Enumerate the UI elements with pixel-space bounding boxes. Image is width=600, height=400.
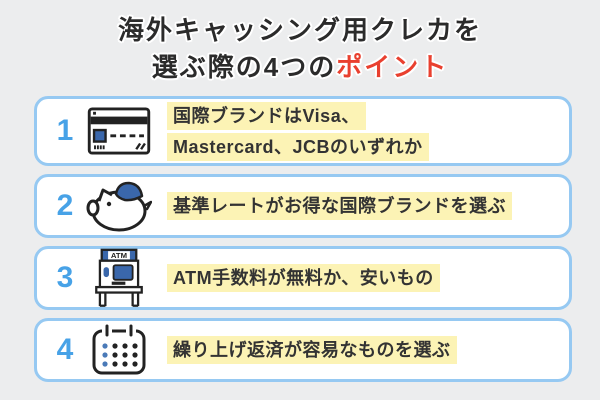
point-text: ATM手数料が無料か、安いもの <box>167 264 440 292</box>
highlighted-text-line: ATM手数料が無料か、安いもの <box>167 264 440 292</box>
point-card-4: 4 繰り上げ返済が容易なものを選ぶ <box>34 318 572 382</box>
point-number: 2 <box>56 189 74 222</box>
title-line-1: 海外キャッシング用クレカを <box>117 15 482 45</box>
point-number: 1 <box>56 114 74 147</box>
calendar-icon <box>83 324 155 376</box>
point-number: 3 <box>56 261 74 294</box>
point-text: 国際ブランドはVisa、 Mastercard、JCBのいずれか <box>167 101 429 161</box>
piggy-bank-icon <box>83 179 155 233</box>
atm-sign-label: ATM <box>111 251 127 260</box>
highlighted-text-line: 繰り上げ返済が容易なものを選ぶ <box>167 336 457 364</box>
page-title: 海外キャッシング用クレカを 選ぶ際の4つのポイント <box>0 12 600 86</box>
highlighted-text-line: 基準レートがお得な国際ブランドを選ぶ <box>167 192 512 220</box>
title-line-2-accent: ポイント <box>336 52 449 82</box>
title-line-2-prefix: 選ぶ際の4つの <box>151 52 337 82</box>
atm-icon: ATM <box>83 248 155 308</box>
credit-card-icon <box>83 107 155 155</box>
highlighted-text-line: 国際ブランドはVisa、 <box>167 101 366 130</box>
point-text: 繰り上げ返済が容易なものを選ぶ <box>167 336 457 364</box>
point-card-1: 1 国際ブランドはVisa、 Mastercard、JCBのいずれか <box>34 96 572 166</box>
point-number: 4 <box>56 333 74 366</box>
point-card-2: 2 基準レートがお得な国際ブランドを選ぶ <box>34 174 572 238</box>
point-text: 基準レートがお得な国際ブランドを選ぶ <box>167 192 512 220</box>
point-card-3: 3 ATM ATM手数料が無料か、安いもの <box>34 246 572 310</box>
title-line-2: 選ぶ際の4つのポイント <box>0 49 600 86</box>
highlighted-text-line: Mastercard、JCBのいずれか <box>167 132 429 161</box>
